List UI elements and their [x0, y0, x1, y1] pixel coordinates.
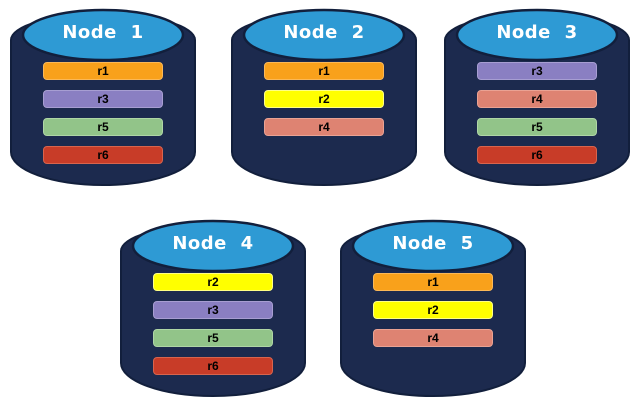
replica-list: r3 r4 r5 r6 — [477, 62, 597, 164]
replica-bar-r6: r6 — [43, 146, 163, 164]
replica-bar-r1: r1 — [264, 62, 384, 80]
replica-bar-r5: r5 — [43, 118, 163, 136]
replica-bar-r6: r6 — [477, 146, 597, 164]
node-label: Node 4 — [172, 233, 254, 254]
replica-bar-r5: r5 — [477, 118, 597, 136]
replica-bar-r2: r2 — [373, 301, 493, 319]
replica-bar-r2: r2 — [153, 273, 273, 291]
replica-bar-r4: r4 — [477, 90, 597, 108]
replica-bar-r4: r4 — [373, 329, 493, 347]
replica-bar-r3: r3 — [153, 301, 273, 319]
replica-list: r1 r2 r4 — [373, 273, 493, 347]
replica-list: r2 r3 r5 r6 — [153, 273, 273, 375]
node-2-cylinder: Node 2 r1 r2 r4 — [229, 2, 419, 191]
replica-bar-r2: r2 — [264, 90, 384, 108]
replica-list: r1 r2 r4 — [264, 62, 384, 136]
replica-bar-r4: r4 — [264, 118, 384, 136]
node-label: Node 3 — [496, 22, 578, 43]
replica-bar-r3: r3 — [43, 90, 163, 108]
node-label: Node 5 — [392, 233, 474, 254]
node-4-cylinder: Node 4 r2 r3 r5 r6 — [118, 213, 308, 402]
replica-bar-r6: r6 — [153, 357, 273, 375]
replica-bar-r1: r1 — [373, 273, 493, 291]
node-5-cylinder: Node 5 r1 r2 r4 — [338, 213, 528, 402]
replica-bar-r1: r1 — [43, 62, 163, 80]
replica-list: r1 r3 r5 r6 — [43, 62, 163, 164]
replica-bar-r3: r3 — [477, 62, 597, 80]
node-1-cylinder: Node 1 r1 r3 r5 r6 — [8, 2, 198, 191]
node-label: Node 2 — [283, 22, 365, 43]
replica-bar-r5: r5 — [153, 329, 273, 347]
node-3-cylinder: Node 3 r3 r4 r5 r6 — [442, 2, 632, 191]
node-label: Node 1 — [62, 22, 144, 43]
